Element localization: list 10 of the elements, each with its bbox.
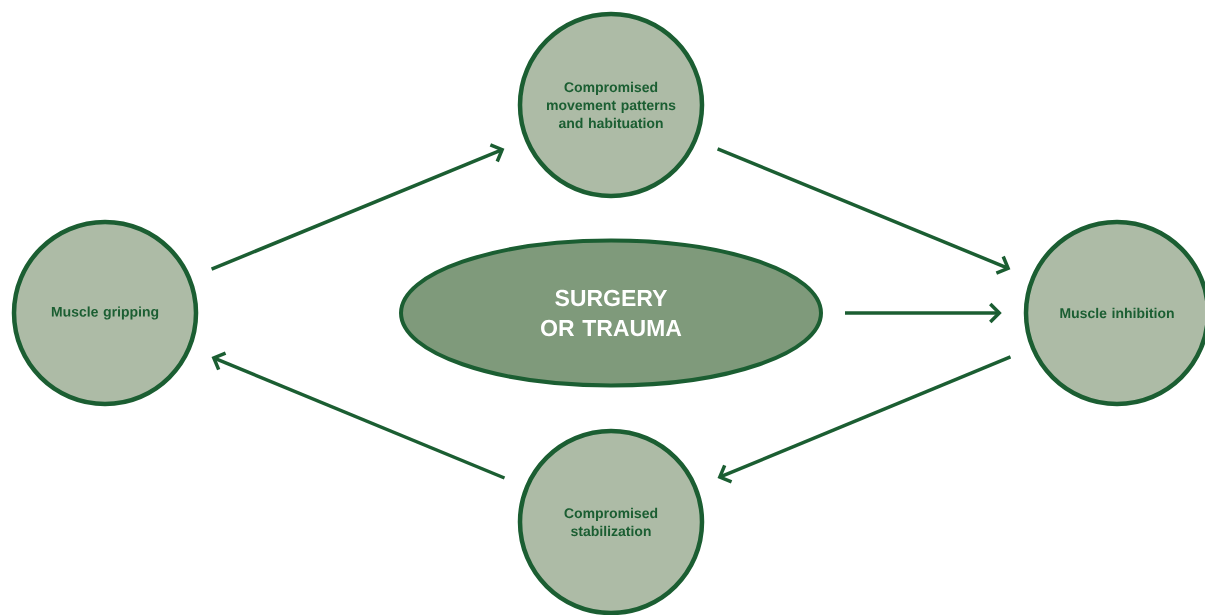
circle-node: Compromised stabilization [517, 428, 705, 615]
ellipse-node: SURGERY OR TRAUMA [399, 238, 823, 388]
arrow [716, 147, 1011, 275]
circle-node: Muscle gripping [11, 219, 199, 407]
arrow [717, 355, 1012, 484]
circle-node: Compromised movement patterns and habituation [517, 11, 705, 199]
arrow [211, 351, 506, 480]
arrow [210, 143, 505, 271]
arrow [845, 302, 1002, 324]
circle-node: Muscle inhibition [1023, 219, 1205, 407]
